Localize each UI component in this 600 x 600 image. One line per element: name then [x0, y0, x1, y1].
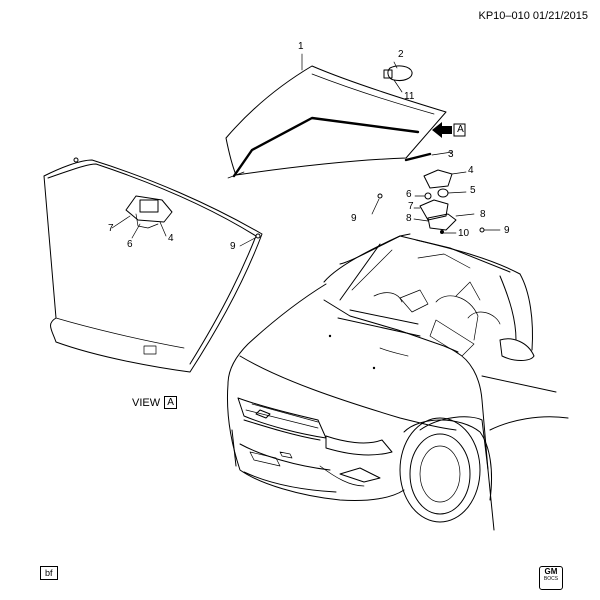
view-arrow-a [432, 122, 466, 138]
callout-6: 6 [406, 189, 412, 200]
view-a-label: VIEW A [132, 396, 178, 409]
view-callout-9: 9 [230, 241, 236, 252]
callout-3: 3 [448, 149, 454, 160]
callout-8b: 8 [480, 209, 486, 220]
diagram-code-date: KP10–010 01/21/2015 [478, 10, 589, 22]
view-callout-4: 4 [168, 233, 174, 244]
inside-mirror [383, 61, 413, 93]
callout-8a: 8 [406, 213, 412, 224]
callout-5: 5 [470, 185, 476, 196]
callout-10: 10 [458, 228, 470, 239]
footer-tag: bf [40, 566, 58, 580]
gm-logo-text: GM [544, 567, 558, 576]
gm-logo-sub: BOCS [543, 576, 559, 582]
view-callout-6: 6 [127, 239, 133, 250]
view-a-windshield [43, 157, 263, 373]
callout-9a: 9 [504, 225, 510, 236]
callout-2: 2 [398, 49, 404, 60]
callout-11: 11 [404, 91, 415, 102]
callout-9b: 9 [351, 213, 357, 224]
windshield-glass [225, 65, 447, 179]
arrow-ref-a: A [457, 124, 464, 135]
callout-7: 7 [408, 201, 414, 212]
windshield-molding [404, 151, 453, 162]
view-callout-7: 7 [108, 223, 114, 234]
view-label-text: VIEW [132, 396, 161, 409]
callout-4: 4 [468, 165, 474, 176]
callout-1: 1 [298, 41, 304, 52]
view-label-ref: A [164, 396, 178, 409]
roof-console-parts [371, 169, 501, 234]
car-body [227, 233, 569, 531]
gm-logo: GM BOCS [539, 566, 563, 590]
